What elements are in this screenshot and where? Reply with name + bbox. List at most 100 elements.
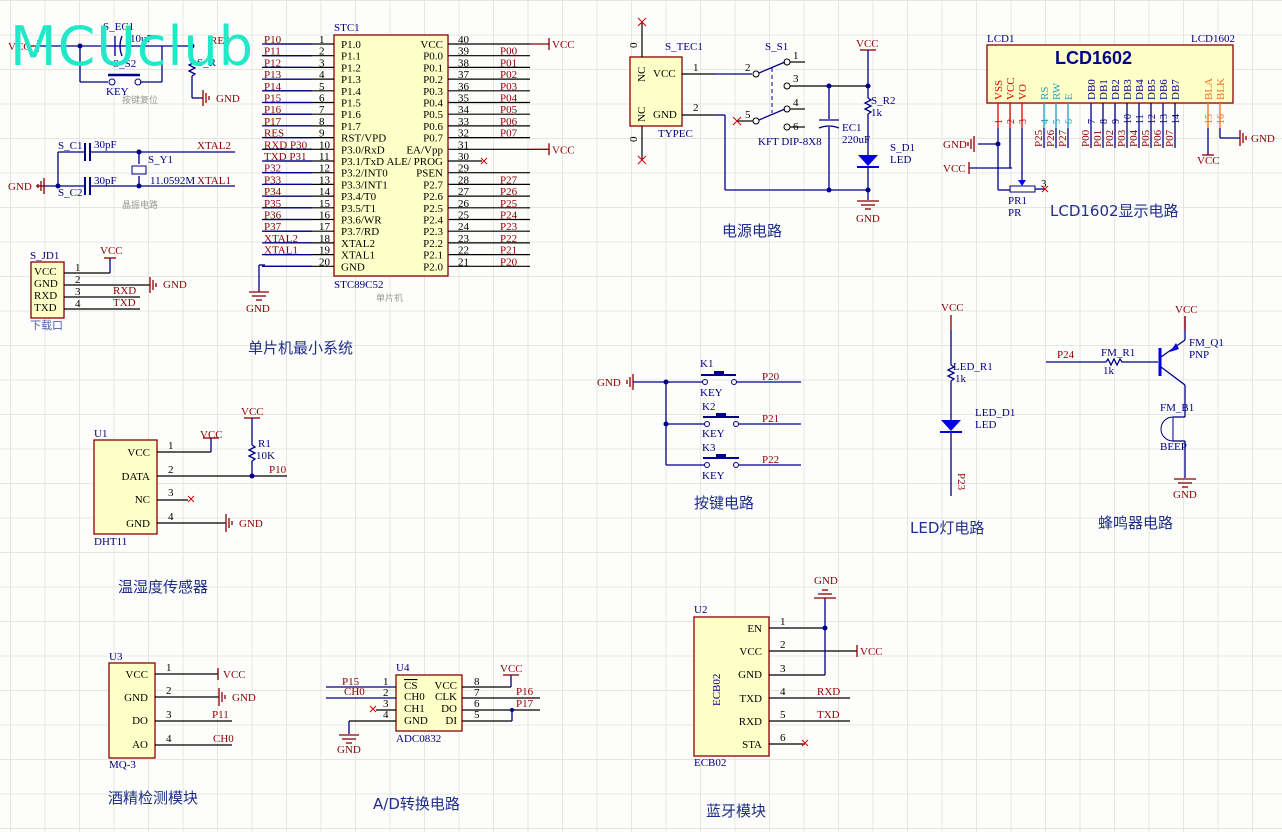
lcd-pin-name: DB0	[1086, 79, 1098, 100]
adc-gnd: GND	[337, 744, 361, 756]
adc-pin-num: 7	[474, 687, 480, 699]
dht-vcc2: VCC	[241, 406, 264, 418]
power-cap-designator: EC1	[842, 122, 862, 134]
mcu-pin-num: 1	[319, 34, 325, 46]
adc-pin-name: DO	[441, 703, 457, 715]
lcd-pin-name: DB7	[1170, 79, 1182, 100]
mcu-net-label: P21	[500, 245, 517, 257]
mcu-pin-num: 24	[458, 221, 470, 233]
adc-net: P16	[516, 686, 534, 698]
mcu-net-label: P35	[264, 198, 282, 210]
lcd-net-label: P06	[1152, 129, 1164, 147]
adc-pin-name: DI	[445, 715, 457, 727]
key2-net: P21	[762, 413, 779, 425]
mcu-net-label: P34	[264, 186, 282, 198]
mq3-pin-num: 1	[166, 662, 172, 674]
power-conn-pin-vcc: VCC	[653, 68, 676, 80]
switch-pin: 3	[793, 73, 799, 85]
mcu-pin-num: 4	[319, 69, 325, 81]
bt-designator: U2	[694, 604, 707, 616]
bt-gnd: GND	[814, 575, 838, 587]
mq3-pin-num: 3	[166, 709, 172, 721]
reset-cap-value: 10uF	[130, 33, 153, 45]
mcuclub-watermark: MCUclub	[10, 15, 255, 78]
mcu-pin-name: P3.5/T1	[341, 203, 376, 215]
lcd-pin-num: 12	[1147, 114, 1158, 124]
mcu-net-label: P14	[264, 81, 282, 93]
mcu-pin-name: P0.2	[423, 74, 443, 86]
lcd-pin-name: DB3	[1122, 79, 1134, 100]
crystal-designator: S_Y1	[148, 154, 173, 166]
adc-pin-num: 2	[383, 687, 389, 699]
lcd-pin-name: DB2	[1110, 79, 1122, 100]
buzzer-q-value: PNP	[1189, 349, 1209, 361]
power-conn-nc: NC	[636, 107, 648, 122]
mcu-pin-num: 21	[458, 256, 469, 268]
mcu-pin-name: P0.0	[423, 51, 443, 63]
lcd-pin-name: BLK	[1215, 78, 1227, 100]
dht-pin-name: NC	[135, 494, 150, 506]
bt-pin-num: 2	[780, 639, 786, 651]
bt-net: VCC	[860, 646, 883, 658]
lcd-pin-name: DB6	[1158, 79, 1170, 100]
crystal-value: 11.0592M	[150, 175, 195, 187]
mcu-pin-name: P0.1	[423, 62, 443, 74]
mcu-pin-num: 13	[319, 174, 331, 186]
mcu-pin-num: 7	[319, 104, 325, 116]
mcu-part: STC89C52	[334, 279, 384, 291]
mcu-pin-num: 19	[319, 245, 331, 257]
switch-pin: 6	[793, 121, 799, 133]
dht-net: P10	[269, 464, 287, 476]
mcu-net-label: P27	[500, 174, 518, 186]
power-gnd: GND	[856, 213, 880, 225]
crystal-gnd-label: GND	[8, 181, 32, 193]
lcd-pin-num: 6	[1064, 119, 1075, 124]
lcd-pin-num: 11	[1135, 114, 1146, 124]
reset-gnd-label: GND	[216, 93, 240, 105]
mq3-net: P11	[212, 709, 229, 721]
crystal-c1-designator: S_C1	[58, 140, 82, 152]
mcu-net-label: P17	[264, 116, 282, 128]
mcu-pin-num: 8	[319, 116, 325, 128]
mcu-net-label: P04	[500, 93, 518, 105]
mcu-designator: STC1	[334, 22, 360, 34]
crystal-net-xtal2: XTAL2	[197, 140, 231, 152]
bt-pin-num: 6	[780, 732, 786, 744]
adc-pin-name: CH0	[404, 691, 425, 703]
mcu-pin-name: P1.7	[341, 121, 361, 133]
mcu-pin-num: 29	[458, 163, 470, 175]
bt-pin-name: VCC	[739, 646, 762, 658]
lcd1602-circuit: LCD1 LCD1602 LCD1602 GND VCC 3 PR1 PR VC…	[943, 33, 1275, 220]
led-circuit: VCC LED_R1 1k LED_D1 LED P23 LED灯电路	[910, 302, 1015, 537]
mcu-pin-name: P0.7	[423, 133, 443, 145]
mcu-pin-name: P0.5	[423, 109, 443, 121]
mcu-pin-num: 38	[458, 57, 470, 69]
power-section-title: 电源电路	[722, 222, 782, 240]
download-pin-name: RXD	[34, 290, 57, 302]
bt-pin-name: TXD	[739, 693, 762, 705]
mcu-pin-num: 34	[458, 104, 470, 116]
lcd-pin-num: 5	[1052, 119, 1063, 124]
lcd-designator: LCD1	[987, 33, 1015, 45]
bluetooth-circuit: U2 ECB02 ECB02 EN VCC GND TXD RXD STA GN…	[693, 575, 883, 820]
lcd-pin-num: 4	[1040, 119, 1051, 124]
lcd-pin-name: VCC	[1005, 77, 1017, 100]
mcu-pin-name: P3.2/INT0	[341, 168, 388, 180]
switch-pin: 4	[793, 97, 799, 109]
led-designator: LED_D1	[975, 407, 1015, 419]
power-cap-value: 220uF	[842, 134, 870, 146]
adc-part: ADC0832	[396, 733, 441, 745]
key3-designator: K3	[702, 442, 716, 454]
lcd-pin-num: 13	[1159, 114, 1170, 124]
led-section-title: LED灯电路	[910, 519, 984, 537]
mcu-net-label: P02	[500, 69, 517, 81]
mcu-pin-num: 35	[458, 93, 470, 105]
dht-designator: U1	[94, 428, 107, 440]
dht-res-designator: R1	[258, 438, 271, 450]
lcd-pot-part: PR	[1008, 207, 1022, 219]
mcu-pin-num: 36	[458, 81, 470, 93]
adc-net: CH0	[344, 686, 365, 698]
dht-section-title: 温湿度传感器	[118, 578, 208, 596]
download-rxd: RXD	[113, 285, 136, 297]
lcd-pin-name: VO	[1017, 84, 1029, 100]
